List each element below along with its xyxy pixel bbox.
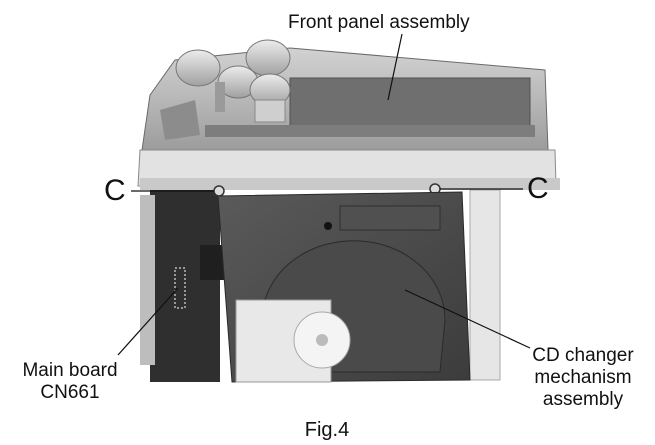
cd-changer-hole (324, 222, 332, 230)
knob-stem (215, 82, 225, 112)
cd-spindle-hub-icon (316, 334, 328, 346)
label-cd-changer-line2: mechanism (534, 367, 632, 388)
leader-line-front-panel (387, 33, 403, 101)
label-main-board-line2: CN661 (40, 382, 100, 403)
label-main-board: Main board CN661 (4, 360, 136, 404)
chassis-top-strip (140, 178, 560, 190)
label-c-right: C (527, 172, 549, 205)
label-front-panel-assembly: Front panel assembly (288, 12, 470, 33)
chassis-left-edge (140, 195, 155, 365)
front-panel-display-window (289, 77, 531, 127)
front-panel-side-button (160, 100, 200, 140)
knob-icon (175, 49, 221, 87)
chassis-right-frame (469, 189, 501, 381)
screw-c-left-icon (213, 185, 225, 197)
main-board-connector (174, 267, 186, 309)
figure-caption: Fig.4 (304, 419, 350, 441)
cd-changer-mechanism (217, 191, 471, 383)
knob-stem (254, 99, 286, 123)
label-cd-changer: CD changer mechanism assembly (514, 345, 652, 411)
front-panel-assembly (137, 39, 557, 187)
front-panel-slot (205, 125, 535, 137)
label-cd-changer-line1: CD changer (532, 345, 634, 366)
leader-lines (117, 33, 531, 356)
leader-line-cd-changer (404, 289, 531, 349)
label-c-left: C (104, 174, 126, 207)
label-cd-changer-line3: assembly (542, 389, 624, 410)
chassis (140, 178, 560, 382)
leader-line-main-board (117, 287, 179, 356)
label-main-board-line1: Main board (22, 360, 118, 381)
cd-changer-ridge (339, 205, 441, 231)
